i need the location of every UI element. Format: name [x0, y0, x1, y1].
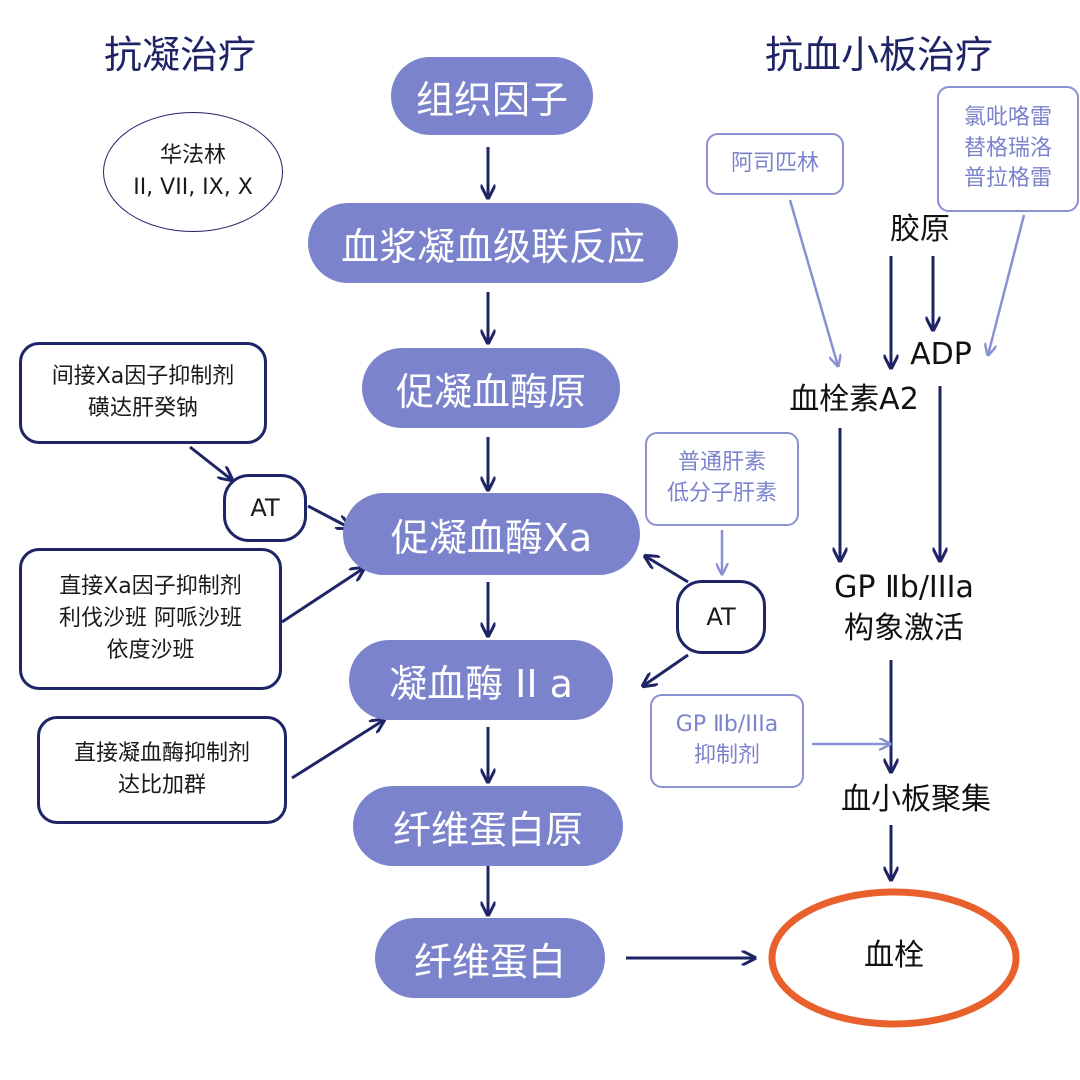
at-node-left: AT: [223, 474, 307, 542]
aspirin-label: 阿司匹林: [730, 150, 819, 176]
indirect-xa-inhibitor-box: 间接Xa因子抑制剂 磺达肝癸钠: [19, 342, 267, 444]
arrow-at-to-thrombin-right: [643, 653, 689, 686]
arrow-p2y12-to-adp: [988, 214, 1026, 355]
prothrombinase-node: 促凝血酶原: [362, 348, 620, 428]
gp-activation-subtitle: 构象激活: [844, 610, 964, 646]
warfarin-name: 华法林: [159, 143, 226, 169]
arrow-direct-thrombin-to-thrombin: [291, 720, 384, 780]
direct-thrombin-title: 直接凝血酶抑制剂: [73, 741, 250, 767]
thrombus-ring: [768, 888, 1020, 1028]
direct-xa-drug-3: 依度沙班: [106, 637, 195, 663]
warfarin-node: 华法林 II, VII, IX, X: [103, 112, 283, 232]
heparin-unfractionated: 普通肝素: [677, 450, 766, 476]
aspirin-box: 阿司匹林: [706, 133, 844, 195]
indirect-xa-title: 间接Xa因子抑制剂: [51, 364, 235, 390]
fibrinogen-node: 纤维蛋白原: [353, 786, 623, 866]
anticoagulation-heading: 抗凝治疗: [104, 33, 257, 77]
indirect-xa-drug: 磺达肝癸钠: [87, 396, 198, 421]
plasma-cascade-node: 血浆凝血级联反应: [308, 203, 678, 283]
direct-thrombin-inhibitor-box: 直接凝血酶抑制剂 达比加群: [37, 716, 287, 824]
factor-xa-node: 促凝血酶Xa: [343, 493, 640, 575]
gp-activation-title: GP Ⅱb/IIIa: [834, 570, 974, 605]
arrow-direct-xa-to-xa: [281, 568, 364, 624]
at-node-right: AT: [676, 580, 766, 654]
antiplatelet-heading: 抗血小板治疗: [765, 33, 994, 77]
gp-inhibitor-title: GP Ⅱb/IIIa: [675, 712, 779, 738]
ticagrelor-label: 替格瑞洛: [963, 135, 1052, 161]
gp-inhibitor-box: GP Ⅱb/IIIa 抑制剂: [650, 694, 804, 788]
arrow-aspirin-to-txa2: [788, 199, 838, 366]
arrow-at-to-xa-right: [645, 556, 689, 584]
platelet-aggregation-label: 血小板聚集: [841, 782, 991, 817]
thrombus-label: 血栓: [864, 938, 924, 973]
prasugrel-label: 普拉格雷: [963, 166, 1052, 192]
tissue-factor-node: 组织因子: [391, 57, 593, 135]
heparin-box: 普通肝素 低分子肝素: [645, 432, 799, 526]
warfarin-factors: II, VII, IX, X: [133, 175, 253, 200]
direct-thrombin-drug: 达比加群: [117, 773, 206, 798]
collagen-label: 胶原: [890, 212, 950, 247]
gp-inhibitor-subtitle: 抑制剂: [693, 743, 760, 768]
gp-activation-label: GP Ⅱb/IIIa 构象激活: [793, 568, 1015, 649]
direct-xa-inhibitor-box: 直接Xa因子抑制剂 利伐沙班 阿哌沙班 依度沙班: [19, 548, 282, 690]
thromboxane-a2-label: 血栓素A2: [789, 382, 919, 417]
adp-label: ADP: [910, 337, 972, 372]
clopidogrel-label: 氯吡咯雷: [963, 104, 1052, 130]
direct-xa-title: 直接Xa因子抑制剂: [59, 574, 242, 600]
p2y12-inhibitor-box: 氯吡咯雷 替格瑞洛 普拉格雷: [937, 86, 1079, 212]
direct-xa-drugs: 利伐沙班 阿哌沙班: [59, 606, 242, 632]
arrow-indirect-to-at: [189, 445, 232, 480]
thrombin-node: 凝血酶 II a: [349, 640, 613, 720]
fibrin-node: 纤维蛋白: [375, 918, 605, 998]
heparin-lmwh: 低分子肝素: [666, 481, 777, 506]
